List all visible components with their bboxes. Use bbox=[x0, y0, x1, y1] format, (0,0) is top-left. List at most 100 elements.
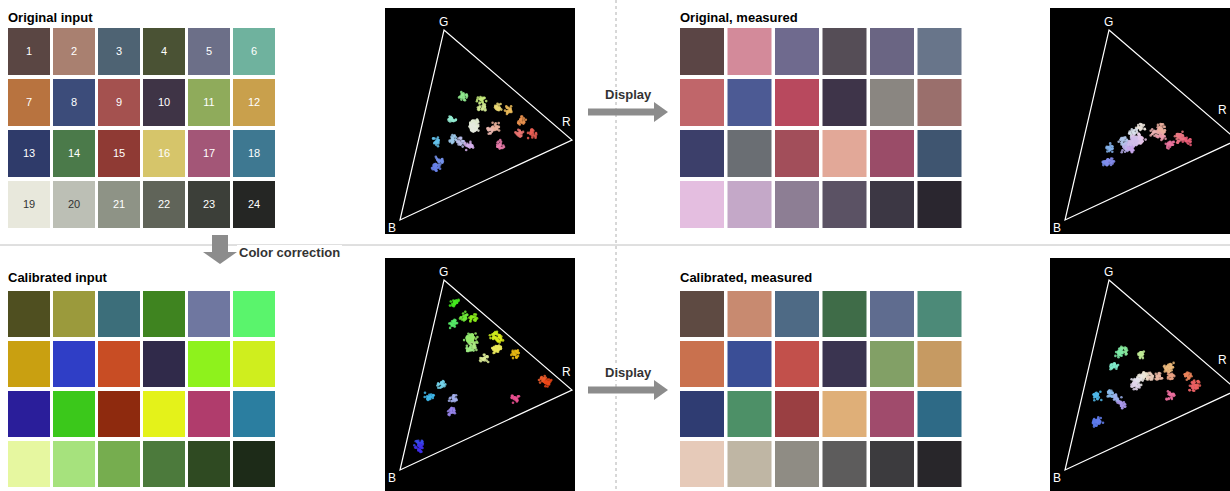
block-arrow bbox=[203, 235, 237, 264]
primary-label: G bbox=[439, 15, 448, 29]
patch-number: 8 bbox=[71, 96, 77, 109]
calibrated-patch bbox=[8, 341, 50, 387]
calibrated-patch bbox=[98, 291, 140, 337]
color-patch: 21 bbox=[98, 181, 140, 228]
color-patch: 16 bbox=[143, 130, 185, 177]
measured-patch bbox=[870, 291, 914, 337]
color-patch: 9 bbox=[98, 79, 140, 126]
arrow-shaft bbox=[588, 387, 655, 394]
primary-label: G bbox=[439, 265, 448, 279]
panel: Original input12345678910111213141516171… bbox=[6, 4, 588, 235]
arrow-shaft bbox=[212, 235, 228, 253]
primary-label: B bbox=[1053, 471, 1061, 485]
edge-label: Display bbox=[603, 365, 653, 380]
calibrated-patch bbox=[143, 441, 185, 487]
measured-patch bbox=[728, 181, 772, 228]
calibrated-patch bbox=[188, 341, 230, 387]
measured-patch bbox=[680, 130, 724, 177]
axis-label-box: R bbox=[562, 362, 571, 380]
patch-number: 19 bbox=[23, 198, 35, 211]
measured-patch bbox=[823, 28, 867, 75]
calibrated-patch bbox=[143, 391, 185, 437]
patch-number: 17 bbox=[203, 147, 215, 160]
patch-number: 3 bbox=[116, 45, 122, 58]
axis-label-box: G bbox=[1104, 262, 1113, 280]
primary-label: B bbox=[388, 471, 396, 485]
color-patch: 6 bbox=[233, 28, 275, 75]
color-patch: 2 bbox=[53, 28, 95, 75]
color-patch: 11 bbox=[188, 79, 230, 126]
divider-line bbox=[0, 245, 1230, 246]
measured-patch bbox=[728, 341, 772, 387]
panel-heading: Original input bbox=[8, 10, 93, 25]
measured-patch bbox=[870, 181, 914, 228]
measured-patch bbox=[823, 441, 867, 487]
measured-patch bbox=[823, 391, 867, 437]
calibrated-patch bbox=[53, 341, 95, 387]
patch-number: 21 bbox=[113, 198, 125, 211]
primary-label: R bbox=[1218, 353, 1227, 367]
calibrated-patch bbox=[53, 441, 95, 487]
measured-patch bbox=[728, 391, 772, 437]
measured-patch bbox=[775, 28, 819, 75]
axis-label-box: B bbox=[388, 218, 396, 236]
axis-label-box: G bbox=[1104, 12, 1113, 30]
patch-number: 2 bbox=[71, 45, 77, 58]
calibrated-patch bbox=[53, 291, 95, 337]
patch-number: 10 bbox=[158, 96, 170, 109]
color-patch: 8 bbox=[53, 79, 95, 126]
color-patch: 7 bbox=[8, 79, 50, 126]
patch-number: 7 bbox=[26, 96, 32, 109]
calibrated-patch bbox=[188, 291, 230, 337]
calibrated-patch bbox=[233, 391, 275, 437]
measured-patch bbox=[680, 79, 724, 126]
color-patch: 19 bbox=[8, 181, 50, 228]
patch-number: 5 bbox=[206, 45, 212, 58]
calibrated-patch bbox=[233, 341, 275, 387]
measured-patch bbox=[680, 441, 724, 487]
patch-number: 1 bbox=[26, 45, 32, 58]
measured-patch bbox=[870, 79, 914, 126]
gamut-triangle bbox=[400, 30, 572, 220]
panel: Calibrated, measured bbox=[668, 264, 1230, 491]
measured-patch bbox=[728, 130, 772, 177]
measured-patch bbox=[870, 341, 914, 387]
measured-patch bbox=[870, 441, 914, 487]
measured-patch bbox=[775, 441, 819, 487]
panel-heading: Original, measured bbox=[680, 10, 798, 25]
primary-label: R bbox=[1218, 103, 1227, 117]
color-patch: 10 bbox=[143, 79, 185, 126]
gamut-plot bbox=[385, 258, 575, 491]
color-patch: 17 bbox=[188, 130, 230, 177]
axis-label-box: G bbox=[439, 262, 448, 280]
measured-patch bbox=[680, 28, 724, 75]
block-arrow bbox=[588, 102, 668, 122]
calibrated-patch bbox=[98, 441, 140, 487]
panel-heading: Calibrated, measured bbox=[680, 270, 812, 285]
patch-number: 22 bbox=[158, 198, 170, 211]
measured-patch bbox=[823, 291, 867, 337]
primary-label: B bbox=[388, 221, 396, 235]
calibrated-patch bbox=[53, 391, 95, 437]
measured-patch bbox=[870, 28, 914, 75]
gamut-plot bbox=[1050, 8, 1230, 234]
patch-number: 16 bbox=[158, 147, 170, 160]
edge-label-box: Color correction bbox=[237, 243, 342, 261]
measured-patch bbox=[918, 79, 962, 126]
primary-label: B bbox=[1053, 221, 1061, 235]
calibrated-patch bbox=[233, 441, 275, 487]
patch-number: 23 bbox=[203, 198, 215, 211]
measured-patch bbox=[918, 341, 962, 387]
measured-patch bbox=[728, 441, 772, 487]
primary-label: R bbox=[562, 365, 571, 379]
patch-number: 24 bbox=[248, 198, 260, 211]
gamut-points bbox=[1092, 346, 1202, 428]
color-patch: 13 bbox=[8, 130, 50, 177]
axis-label-box: R bbox=[562, 112, 571, 130]
arrow-shaft bbox=[588, 109, 655, 116]
edge-label-box: Display bbox=[603, 85, 653, 103]
color-patch: 18 bbox=[233, 130, 275, 177]
measured-patch bbox=[823, 130, 867, 177]
measured-patch bbox=[728, 291, 772, 337]
measured-patch bbox=[680, 181, 724, 228]
